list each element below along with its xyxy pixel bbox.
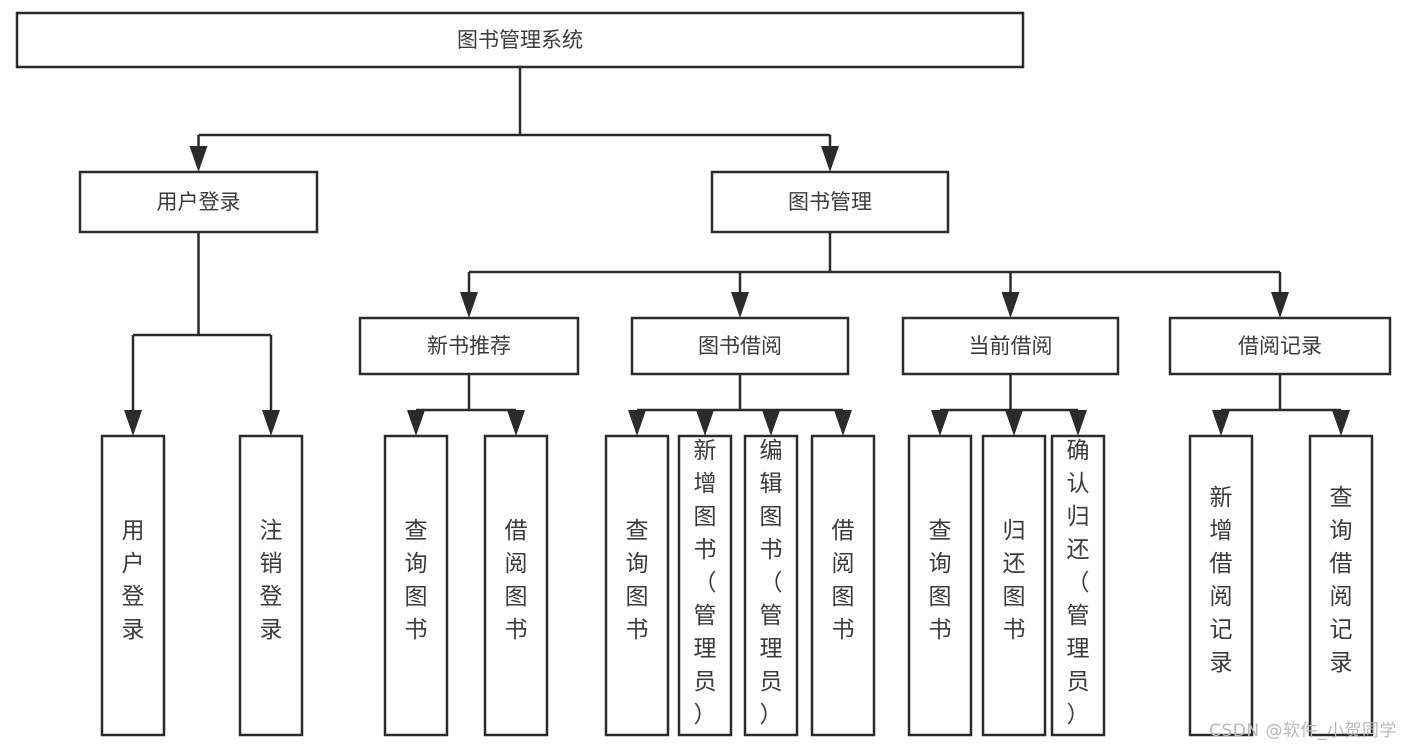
node-level3-3[interactable]: 借阅记录	[1168, 316, 1392, 376]
node-leaf-5-label: 新增图书（管理员）	[694, 438, 717, 728]
parent-1-to-leaves-arrowhead-0	[407, 410, 425, 436]
node-leaf-8[interactable]: 查询图书	[907, 434, 973, 737]
node-leaf-6[interactable]: 编辑图书（管理员）	[743, 434, 799, 737]
node-level3-1[interactable]: 图书借阅	[630, 316, 850, 376]
parent-2-to-leaves-arrowhead-1	[696, 410, 714, 436]
node-leaf-2-label: 查询图书	[405, 518, 428, 643]
node-level3-2-label: 当前借阅	[969, 334, 1053, 358]
node-leaf-1[interactable]: 注销登录	[238, 434, 304, 737]
node-leaf-2[interactable]: 查询图书	[383, 434, 449, 737]
node-leaf-4[interactable]: 查询图书	[604, 434, 670, 737]
node-level3-0-label: 新书推荐	[427, 334, 511, 358]
parent-0-to-leaves-arrowhead-1	[262, 410, 280, 436]
node-leaf-4-rect	[604, 434, 670, 737]
node-level2-0-rect	[78, 170, 319, 234]
node-root[interactable]: 图书管理系统	[15, 11, 1025, 69]
node-leaf-10-label: 确认归还（管理员）	[1067, 438, 1090, 728]
node-level3-0-rect	[358, 316, 580, 376]
node-leaf-3-rect	[483, 434, 549, 737]
bookmgmt-to-level3-arrowhead-2	[1001, 292, 1020, 318]
node-leaf-1-rect	[238, 434, 304, 737]
node-level3-2[interactable]: 当前借阅	[901, 316, 1120, 376]
node-leaf-11-rect	[1188, 434, 1254, 737]
node-level3-3-rect	[1168, 316, 1392, 376]
node-leaf-10[interactable]: 确认归还（管理员）	[1050, 434, 1106, 737]
root-to-level2-arrowhead-1	[821, 146, 839, 172]
node-leaf-10-rect	[1050, 434, 1106, 737]
node-leaf-7-rect	[810, 434, 876, 737]
node-leaf-3-label: 借阅图书	[505, 518, 528, 643]
node-leaf-11-label: 新增借阅记录	[1210, 485, 1233, 676]
node-root-label: 图书管理系统	[457, 28, 583, 52]
node-leaf-8-rect	[907, 434, 973, 737]
parent-3-to-leaves-arrowhead-0	[931, 410, 949, 436]
node-leaf-11[interactable]: 新增借阅记录	[1188, 434, 1254, 737]
node-leaf-5[interactable]: 新增图书（管理员）	[677, 434, 733, 737]
bookmgmt-to-level3-arrowhead-0	[460, 292, 478, 318]
node-level2-1[interactable]: 图书管理	[710, 170, 950, 234]
parent-3-to-leaves-arrowhead-1	[1005, 410, 1023, 436]
node-leaf-8-label: 查询图书	[929, 518, 952, 643]
node-leaf-9-rect	[981, 434, 1047, 737]
connector-layer	[124, 67, 1350, 436]
node-level2-1-rect	[710, 170, 950, 234]
node-leaf-4-label: 查询图书	[626, 518, 649, 643]
parent-2-to-leaves-arrowhead-3	[834, 410, 852, 436]
parent-2-to-leaves-arrowhead-2	[762, 410, 780, 436]
node-level2-1-label: 图书管理	[788, 190, 872, 214]
node-leaf-12-rect	[1308, 434, 1374, 737]
node-level3-1-label: 图书借阅	[698, 334, 782, 358]
parent-1-to-leaves-arrowhead-1	[507, 410, 525, 436]
node-leaf-0-label: 用户登录	[122, 518, 145, 643]
parent-4-to-leaves-arrowhead-1	[1332, 410, 1350, 436]
parent-0-to-leaves-arrowhead-0	[124, 410, 142, 436]
node-leaf-2-rect	[383, 434, 449, 737]
node-leaf-0[interactable]: 用户登录	[100, 434, 166, 737]
node-leaf-6-label: 编辑图书（管理员）	[760, 438, 783, 728]
node-layer: 图书管理系统用户登录图书管理新书推荐图书借阅当前借阅借阅记录用户登录注销登录查询…	[15, 11, 1392, 737]
bookmgmt-to-level3-arrowhead-3	[1271, 292, 1289, 318]
node-level3-0[interactable]: 新书推荐	[358, 316, 580, 376]
node-level3-1-rect	[630, 316, 850, 376]
node-leaf-5-rect	[677, 434, 733, 737]
node-level2-0[interactable]: 用户登录	[78, 170, 319, 234]
node-leaf-9[interactable]: 归还图书	[981, 434, 1047, 737]
bookmgmt-to-level3-arrowhead-1	[731, 292, 749, 318]
node-level2-0-label: 用户登录	[157, 190, 241, 214]
node-leaf-9-label: 归还图书	[1003, 518, 1026, 643]
root-to-level2-arrowhead-0	[189, 146, 208, 172]
csdn-watermark: CSDN @软件_小贺同学	[1209, 721, 1397, 741]
node-leaf-6-rect	[743, 434, 799, 737]
parent-2-to-leaves-arrowhead-0	[628, 410, 646, 436]
node-leaf-12[interactable]: 查询借阅记录	[1308, 434, 1374, 737]
parent-3-to-leaves-arrowhead-2	[1069, 410, 1087, 436]
node-leaf-7[interactable]: 借阅图书	[810, 434, 876, 737]
node-leaf-7-label: 借阅图书	[832, 518, 855, 643]
node-leaf-3[interactable]: 借阅图书	[483, 434, 549, 737]
node-leaf-1-label: 注销登录	[260, 518, 283, 643]
node-root-rect	[15, 11, 1025, 69]
node-level3-3-label: 借阅记录	[1238, 334, 1322, 358]
node-leaf-12-label: 查询借阅记录	[1330, 485, 1353, 676]
node-level3-2-rect	[901, 316, 1120, 376]
parent-4-to-leaves-arrowhead-0	[1212, 410, 1230, 436]
node-leaf-0-rect	[100, 434, 166, 737]
